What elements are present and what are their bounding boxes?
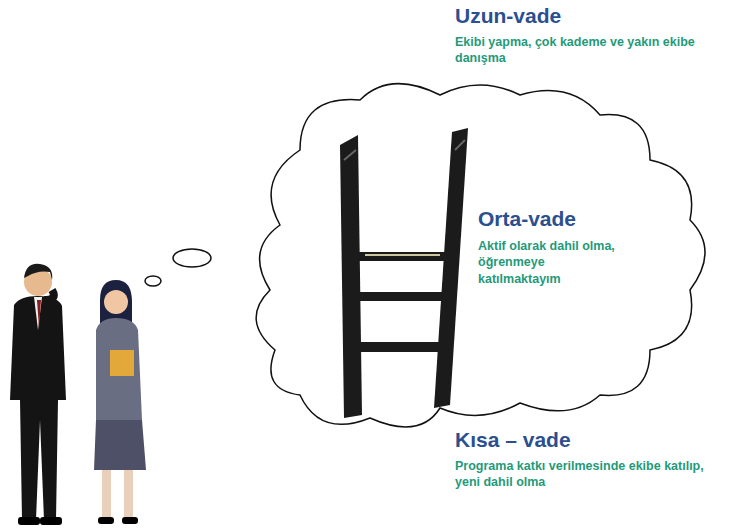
thought-bubble — [145, 276, 161, 286]
stage-heading: Kısa – vade — [455, 428, 571, 452]
ladder — [340, 128, 468, 418]
stage-description: Ekibi yapma, çok kademe ve yakın ekibe d… — [455, 34, 725, 67]
thought-bubble — [173, 249, 211, 267]
stage-heading: Orta-vade — [478, 207, 576, 231]
stage-description: Programa katkı verilmesinde ekibe katılı… — [455, 458, 730, 491]
businessman — [10, 264, 66, 525]
thought-cloud — [256, 84, 705, 427]
stage-description: Aktif olarak dahil olma, öğrenmeye katıl… — [478, 238, 628, 287]
businesswoman — [94, 280, 146, 524]
stage-heading: Uzun-vade — [455, 4, 561, 28]
